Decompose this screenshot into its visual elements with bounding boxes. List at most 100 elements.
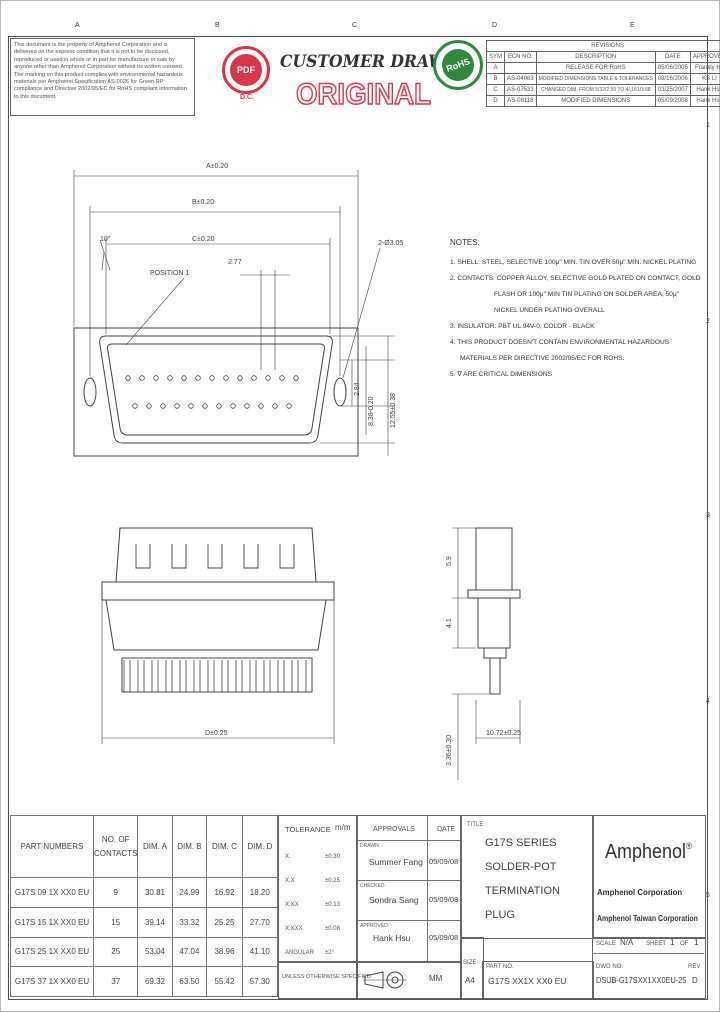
- dwg-no-value: DSUB-G17SXX1XX0EU-25: [596, 976, 687, 985]
- rev-value: D: [692, 976, 698, 985]
- approvals-title: APPROVALS: [373, 826, 415, 833]
- approval-role: DRAWN: [360, 843, 379, 849]
- tol-label: X.: [285, 854, 291, 860]
- part-table-row: G17S 37 1X XX0 EU 37 69.32 63.50 55.42 5…: [10, 966, 279, 997]
- col-label-e: E: [630, 22, 635, 29]
- bottom-view-drawing: [101, 527, 335, 744]
- note-line: 1. SHELL: STEEL, SELECTIVE 100μ" MIN. TI…: [450, 259, 697, 266]
- solder-pots: [135, 544, 295, 569]
- dim-2-84: 2.84: [354, 382, 361, 396]
- dc-stamp-text: D.C.: [240, 94, 254, 101]
- original-label: ORIGINAL: [295, 78, 431, 111]
- row-label-3: 3: [706, 512, 710, 519]
- tol-label: X.XXX: [285, 926, 303, 932]
- part-table-col-contacts: NO. OF CONTACTS: [92, 815, 139, 878]
- revisions-row: D AS-08118 MODIFIED DIMENSIONS 05/09/200…: [485, 95, 720, 107]
- approval-role: APPROVED: [360, 923, 388, 929]
- col-label-b: B: [215, 22, 220, 29]
- part-table-row: G17S 25 1X XX0 EU 25 53.04 47.04 38.96 4…: [10, 936, 279, 968]
- dwg-no-cell: [592, 937, 706, 999]
- dim-12-55: 12.55±0.38: [390, 393, 397, 428]
- dim-d-cell: 41.10: [241, 936, 279, 968]
- size-value: A4: [465, 976, 475, 985]
- part-table-col-b: DIM. B: [171, 815, 208, 878]
- dim-d-cell: 18.20: [241, 877, 279, 908]
- row-label-1: 1: [706, 122, 710, 129]
- col-label-d: D: [492, 22, 498, 29]
- row-label-5: 5: [706, 892, 710, 899]
- note-line: MATERIALS PER DIRECTIVE 2002/95/EC FOR R…: [460, 355, 625, 362]
- note-line: NICKEL UNDER PLATING OVERALL: [494, 307, 605, 314]
- dim-overall-a: A±0.20: [206, 163, 229, 170]
- drawing-frame: [8, 36, 708, 1000]
- sheets-total: 1: [694, 938, 699, 947]
- rev-ecn: AS-08118: [504, 95, 537, 107]
- size-cell: [460, 937, 484, 999]
- dim-d-cell: 27.70: [241, 906, 279, 938]
- part-table-col-d: DIM. D: [241, 815, 279, 878]
- dim-pitch: 2.77: [228, 259, 242, 266]
- dim-angle: 10°: [100, 236, 111, 243]
- part-number-table: PART NUMBERS NO. OF CONTACTS DIM. A DIM.…: [10, 815, 279, 997]
- part-number-cell: G17S 25 1X XX0 EU: [10, 936, 94, 968]
- notes-title: NOTES:: [450, 238, 480, 247]
- contacts-cell: 9: [92, 877, 139, 908]
- tolerance-block: TOLERANCE m/m X. ±0.30 X.X ±0.25 X.XX ±0…: [278, 815, 358, 963]
- row-label-2: 2: [706, 318, 710, 325]
- tol-label: X.X: [285, 878, 295, 884]
- title-line: G17S SERIES: [485, 837, 557, 849]
- approval-role: CHECKED: [360, 883, 385, 889]
- contacts-cell: 25: [92, 936, 139, 968]
- note-line: 3. INSULATOR: PBT UL 94V-0, COLOR - BLAC…: [450, 323, 595, 330]
- pdf-dc-stamp: PDF D.C.: [222, 46, 270, 101]
- rev-label: REV: [688, 964, 701, 970]
- dwg-no-label: DWG NO.: [596, 964, 623, 970]
- approval-name: Summer Fang: [369, 857, 423, 867]
- part-table-col-c: DIM. C: [206, 815, 243, 878]
- revisions-row: A RELEASE FOR RoHS 05/06/2005 Frankly Ho: [485, 62, 720, 74]
- part-table-col-part: PART NUMBERS: [10, 815, 94, 878]
- tol-value: ±0.30: [325, 854, 340, 860]
- rev-desc: MODIFIED DIMENSIONS: [535, 95, 656, 107]
- dim-b-cell: 47.04: [171, 936, 208, 968]
- dim-b-cell: 33.32: [171, 906, 208, 938]
- sheet-value: 1: [670, 938, 675, 947]
- dim-position-1: POSITION 1: [150, 270, 190, 277]
- tol-label: X.XX: [285, 902, 299, 908]
- title-line: TERMINATION: [485, 885, 560, 897]
- company-line-1: Amphenol Corporation: [597, 887, 683, 897]
- proprietary-notice-text: This document is the property of Ampheno…: [14, 42, 187, 100]
- revisions-table: REVISIONS SYM ECN NO. DESCRIPTION DATE A…: [485, 40, 720, 107]
- dim-c-cell: 25.25: [206, 906, 243, 938]
- part-no-cell: [482, 961, 594, 999]
- third-angle-projection-icon: [363, 971, 407, 989]
- dim-a-cell: 53.04: [137, 936, 173, 968]
- tolerance-footer: UNLESS OTHERWISE SPECIFIED: [282, 974, 371, 980]
- dim-c-cell: 55.42: [206, 966, 243, 997]
- part-no-label: PART NO.: [486, 964, 514, 970]
- tol-value: ±0.08: [325, 926, 340, 932]
- part-table-col-a: DIM. A: [137, 815, 173, 878]
- sheet-of-label: OF: [680, 941, 689, 947]
- size-label: SIZE: [463, 960, 477, 966]
- proprietary-notice: This document is the property of Ampheno…: [10, 38, 195, 116]
- part-number-cell: G17S 09 1X XX0 EU: [10, 877, 94, 908]
- tolerance-title: TOLERANCE: [285, 825, 331, 834]
- sheet-label: SHEET: [646, 941, 667, 947]
- revisions-row: B AS-04083 MODIFIED DIMENSIONS TABLE & T…: [485, 73, 720, 85]
- dim-b: B±0.20: [192, 199, 215, 206]
- dim-bottom-d: D±0.25: [205, 730, 228, 737]
- unless-specified-box: UNLESS OTHERWISE SPECIFIED: [278, 961, 371, 999]
- note-line: 2. CONTACTS: COPPER ALLOY, SELECTIVE GOL…: [450, 275, 701, 282]
- note-line: FLASH OR 100μ" MIN TIN PLATING ON SOLDER…: [494, 291, 679, 298]
- approval-name: Sondra Sang: [369, 895, 419, 905]
- contacts-top-row: [125, 375, 299, 381]
- part-number-cell: G17S 15 1X XX0 EU: [10, 906, 94, 938]
- dim-8-38: 8.38-0.20: [368, 396, 375, 426]
- dim-4-1: 4.1: [446, 618, 453, 628]
- note-line: 4. THIS PRODUCT DOESN'T CONTAIN ENVIRONM…: [450, 339, 670, 346]
- dim-3-36: 3.36±0.30: [446, 734, 453, 766]
- part-no-value: G17S XX1X XX0 EU: [488, 976, 567, 986]
- company-block: Amphenol® Amphenol Corporation Amphenol …: [592, 815, 706, 939]
